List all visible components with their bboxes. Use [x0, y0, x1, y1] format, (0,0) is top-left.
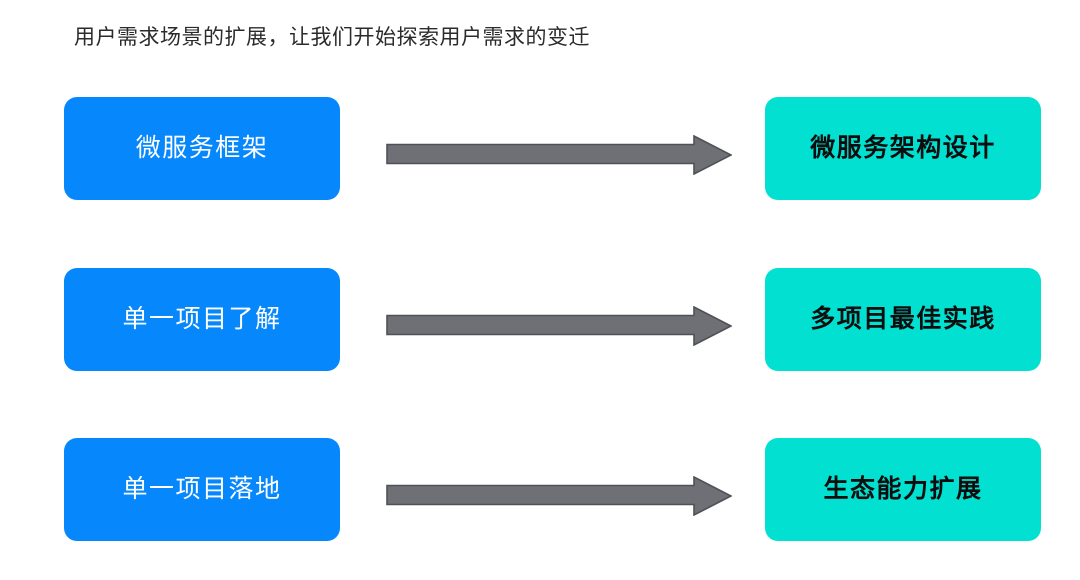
right-block-arrow-icon — [386, 306, 732, 346]
flow-target-label: 多项目最佳实践 — [810, 305, 996, 333]
flow-row: 单一项目了解 多项目最佳实践 — [0, 268, 1080, 372]
flow-row: 微服务框架 微服务架构设计 — [0, 97, 1080, 201]
flow-source-label: 单一项目了解 — [122, 305, 282, 333]
flow-source-box-2[interactable]: 单一项目了解 — [64, 268, 340, 371]
flow-source-box-3[interactable]: 单一项目落地 — [64, 438, 340, 541]
flow-source-label: 单一项目落地 — [122, 475, 282, 503]
page-title: 用户需求场景的扩展，让我们开始探索用户需求的变迁 — [74, 26, 590, 49]
flow-target-label: 微服务架构设计 — [810, 134, 996, 162]
flow-row: 单一项目落地 生态能力扩展 — [0, 438, 1080, 542]
flow-target-label: 生态能力扩展 — [823, 475, 983, 503]
flow-source-box-1[interactable]: 微服务框架 — [64, 97, 340, 200]
flow-target-box-3[interactable]: 生态能力扩展 — [765, 438, 1041, 541]
right-block-arrow-icon — [386, 135, 732, 175]
flow-target-box-2[interactable]: 多项目最佳实践 — [765, 268, 1041, 371]
flow-target-box-1[interactable]: 微服务架构设计 — [765, 97, 1041, 200]
flow-source-label: 微服务框架 — [135, 134, 269, 162]
right-block-arrow-icon — [386, 476, 732, 516]
